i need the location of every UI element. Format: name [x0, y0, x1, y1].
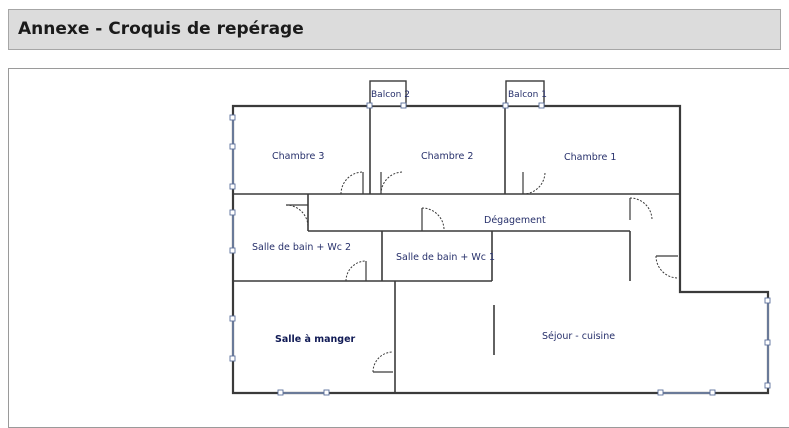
- handle: [400, 102, 407, 109]
- door-chambre1: [522, 171, 546, 195]
- handle: [277, 389, 284, 396]
- handle: [323, 389, 330, 396]
- outer-walls: [231, 104, 770, 395]
- balconies: [369, 80, 545, 107]
- handle: [764, 297, 771, 304]
- label-degagement: Dégagement: [484, 215, 546, 226]
- doors: [285, 171, 679, 373]
- balcon-1-box: [505, 80, 545, 107]
- handle: [229, 315, 236, 322]
- door-chambre2: [380, 171, 404, 195]
- door-salle-manger: [372, 351, 394, 373]
- label-chambre-1: Chambre 1: [564, 152, 616, 163]
- label-chambre-2: Chambre 2: [421, 151, 473, 162]
- door-degagement-mid: [421, 207, 445, 232]
- handle: [229, 247, 236, 254]
- label-salle-a-manger: Salle à manger: [275, 334, 356, 345]
- window-handles: [229, 102, 771, 396]
- handle: [502, 102, 509, 109]
- handle: [764, 382, 771, 389]
- label-salle-de-bain-1: Salle de bain + Wc 1: [396, 252, 495, 263]
- label-chambre-3: Chambre 3: [272, 151, 324, 162]
- door-degagement-right: [629, 197, 653, 221]
- door-degagement-left: [285, 204, 309, 228]
- handle: [229, 355, 236, 362]
- handle: [764, 339, 771, 346]
- handle: [229, 183, 236, 190]
- door-leaves: [286, 172, 678, 373]
- label-balcon-1: Balcon 1: [508, 90, 547, 100]
- handle: [538, 102, 545, 109]
- handle: [229, 143, 236, 150]
- floor-plan: Balcon 2 Balcon 1 Chambre 3 Chambre 2 Ch…: [229, 80, 771, 396]
- handle: [709, 389, 716, 396]
- handle: [229, 114, 236, 121]
- label-sejour-cuisine: Séjour - cuisine: [542, 331, 615, 342]
- label-salle-de-bain-2: Salle de bain + Wc 2: [252, 242, 351, 253]
- section-title: Annexe - Croquis de repérage: [18, 19, 304, 39]
- outer-wall-outline: [231, 104, 770, 395]
- label-balcon-2: Balcon 2: [371, 90, 410, 100]
- door-sejour: [655, 255, 679, 279]
- handle: [657, 389, 664, 396]
- door-sdb2: [345, 260, 367, 282]
- handle: [366, 102, 373, 109]
- floor-plan-panel: [8, 68, 789, 428]
- door-chambre3: [340, 171, 364, 195]
- section-header: Annexe - Croquis de repérage: [8, 9, 781, 50]
- handle: [229, 209, 236, 216]
- balcon-2-box: [369, 80, 407, 107]
